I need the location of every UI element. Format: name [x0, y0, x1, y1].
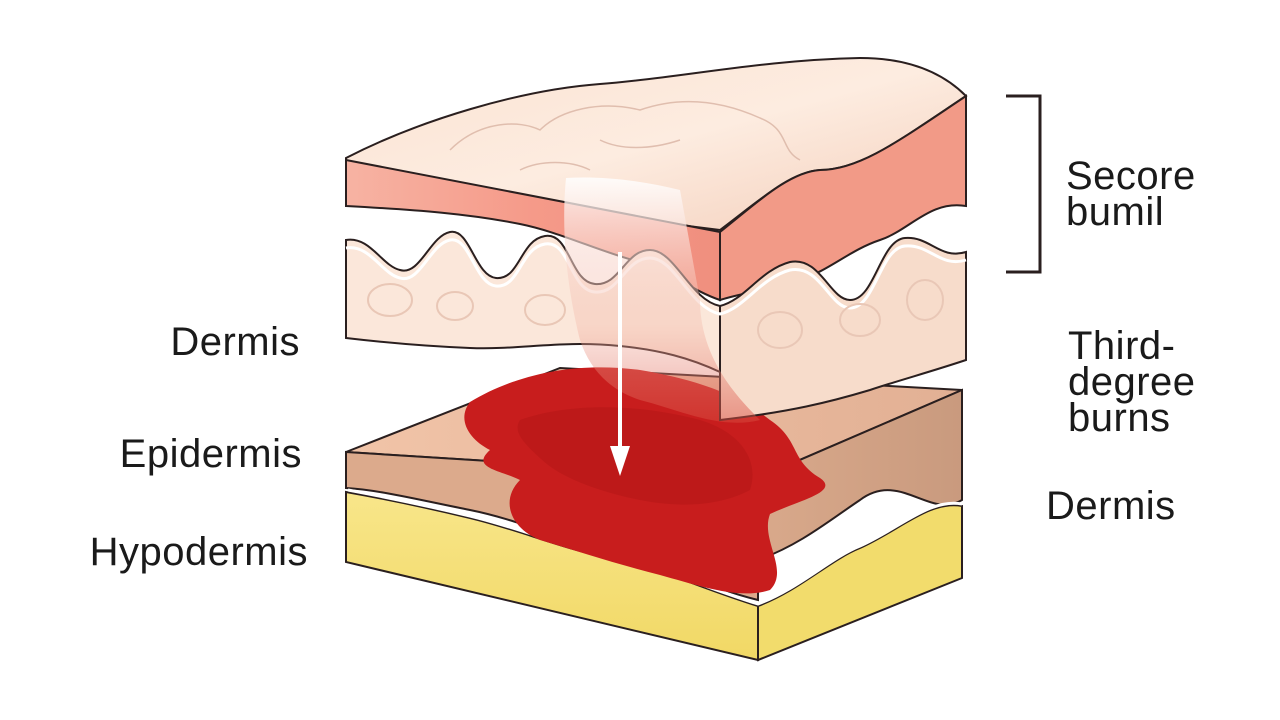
label-dermis-left: Dermis — [170, 320, 300, 364]
label-third-degree-burns: Third- degree burns — [1068, 324, 1196, 440]
lower-skin-block — [345, 366, 963, 662]
label-second-burn-line2: bumil — [1066, 190, 1165, 234]
second-burn-bracket — [1006, 94, 1042, 274]
burn-depth-arrow — [610, 252, 630, 476]
burn-wound-shade — [517, 407, 753, 505]
surface-wrinkles — [449, 100, 801, 171]
label-dermis-right: Dermis — [1046, 484, 1176, 528]
label-third-degree-line2: degree — [1068, 360, 1196, 404]
label-second-burn-line1: Secore — [1066, 154, 1196, 198]
lower-block-side-hypodermis — [757, 504, 963, 662]
label-hypodermis: Hypodermis — [89, 530, 308, 574]
burn-column — [564, 177, 760, 423]
upper-skin-block — [345, 56, 968, 423]
label-third-degree-line1: Third- — [1068, 324, 1176, 368]
label-third-degree-line3: burns — [1068, 396, 1171, 440]
label-epidermis: Epidermis — [119, 432, 302, 476]
dermis-cells — [367, 279, 944, 349]
label-second-burn: Secore bumil — [1066, 154, 1196, 234]
